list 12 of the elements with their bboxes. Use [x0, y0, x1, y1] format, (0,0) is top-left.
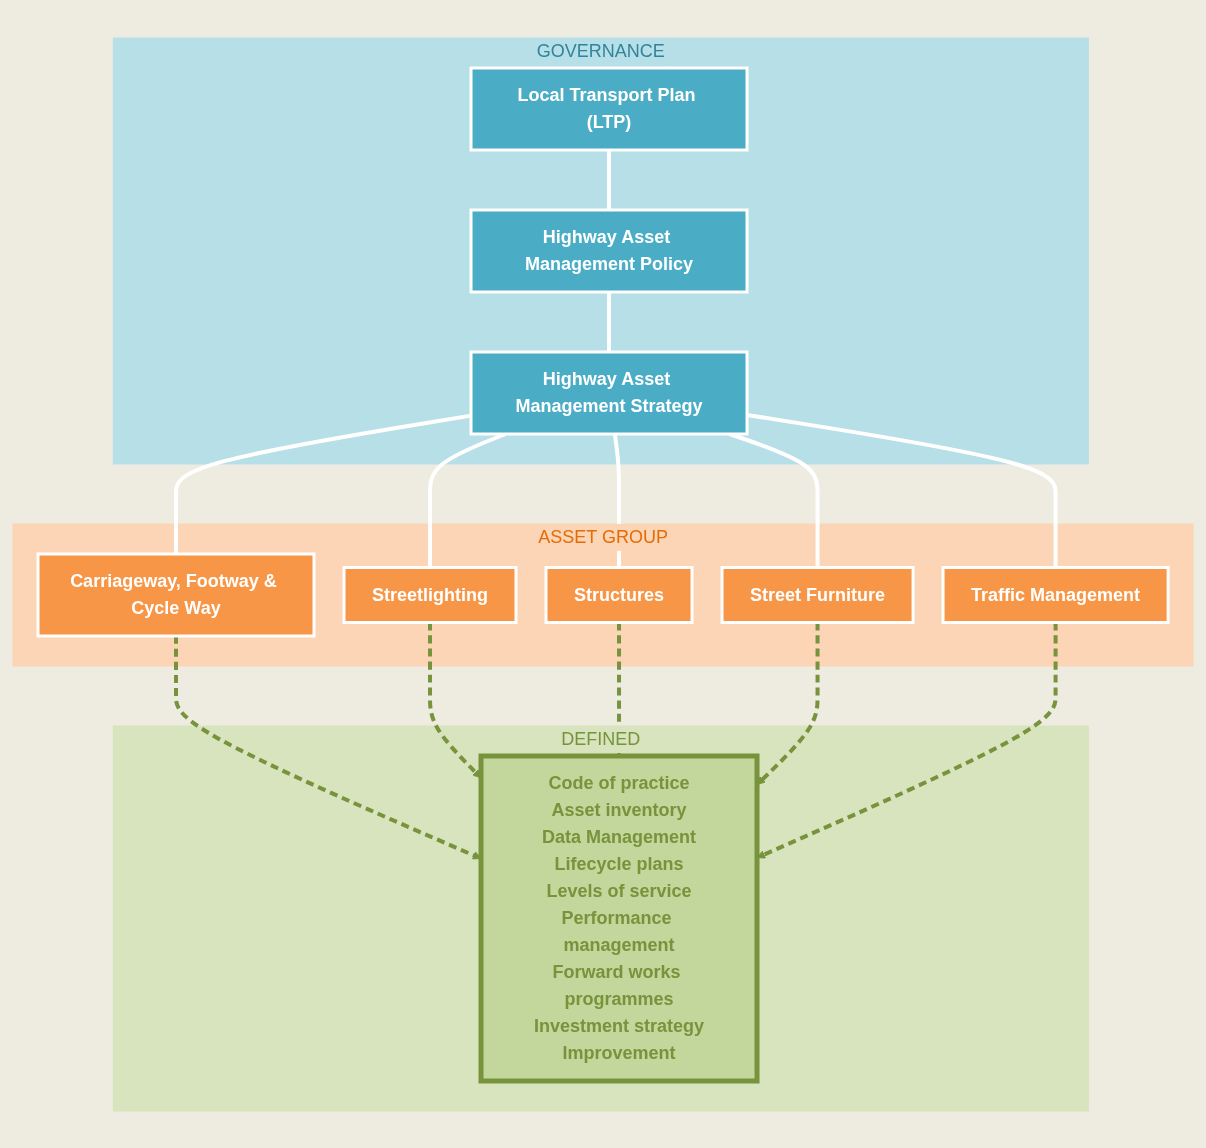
- connector: [746, 412, 1058, 567]
- node-box: Traffic Management: [941, 565, 1170, 624]
- connector: [606, 149, 611, 210]
- node-box: Highway Asset Management Strategy: [469, 350, 749, 435]
- node-box: Streetlighting: [342, 565, 518, 624]
- node-box: Structures: [544, 565, 694, 624]
- node-box: Code of practice Asset inventory Data Management Lifecycle plans Levels of service Performance management Forward works programmes Investment strategy Improvement: [478, 753, 760, 1083]
- node-box: Carriageway, Footway & Cycle Way: [36, 552, 316, 637]
- node-box: Highway Asset Management Policy: [469, 208, 749, 293]
- node-box: Local Transport Plan (LTP): [469, 66, 749, 151]
- node-box: Street Furniture: [720, 565, 915, 624]
- connector: [606, 291, 611, 352]
